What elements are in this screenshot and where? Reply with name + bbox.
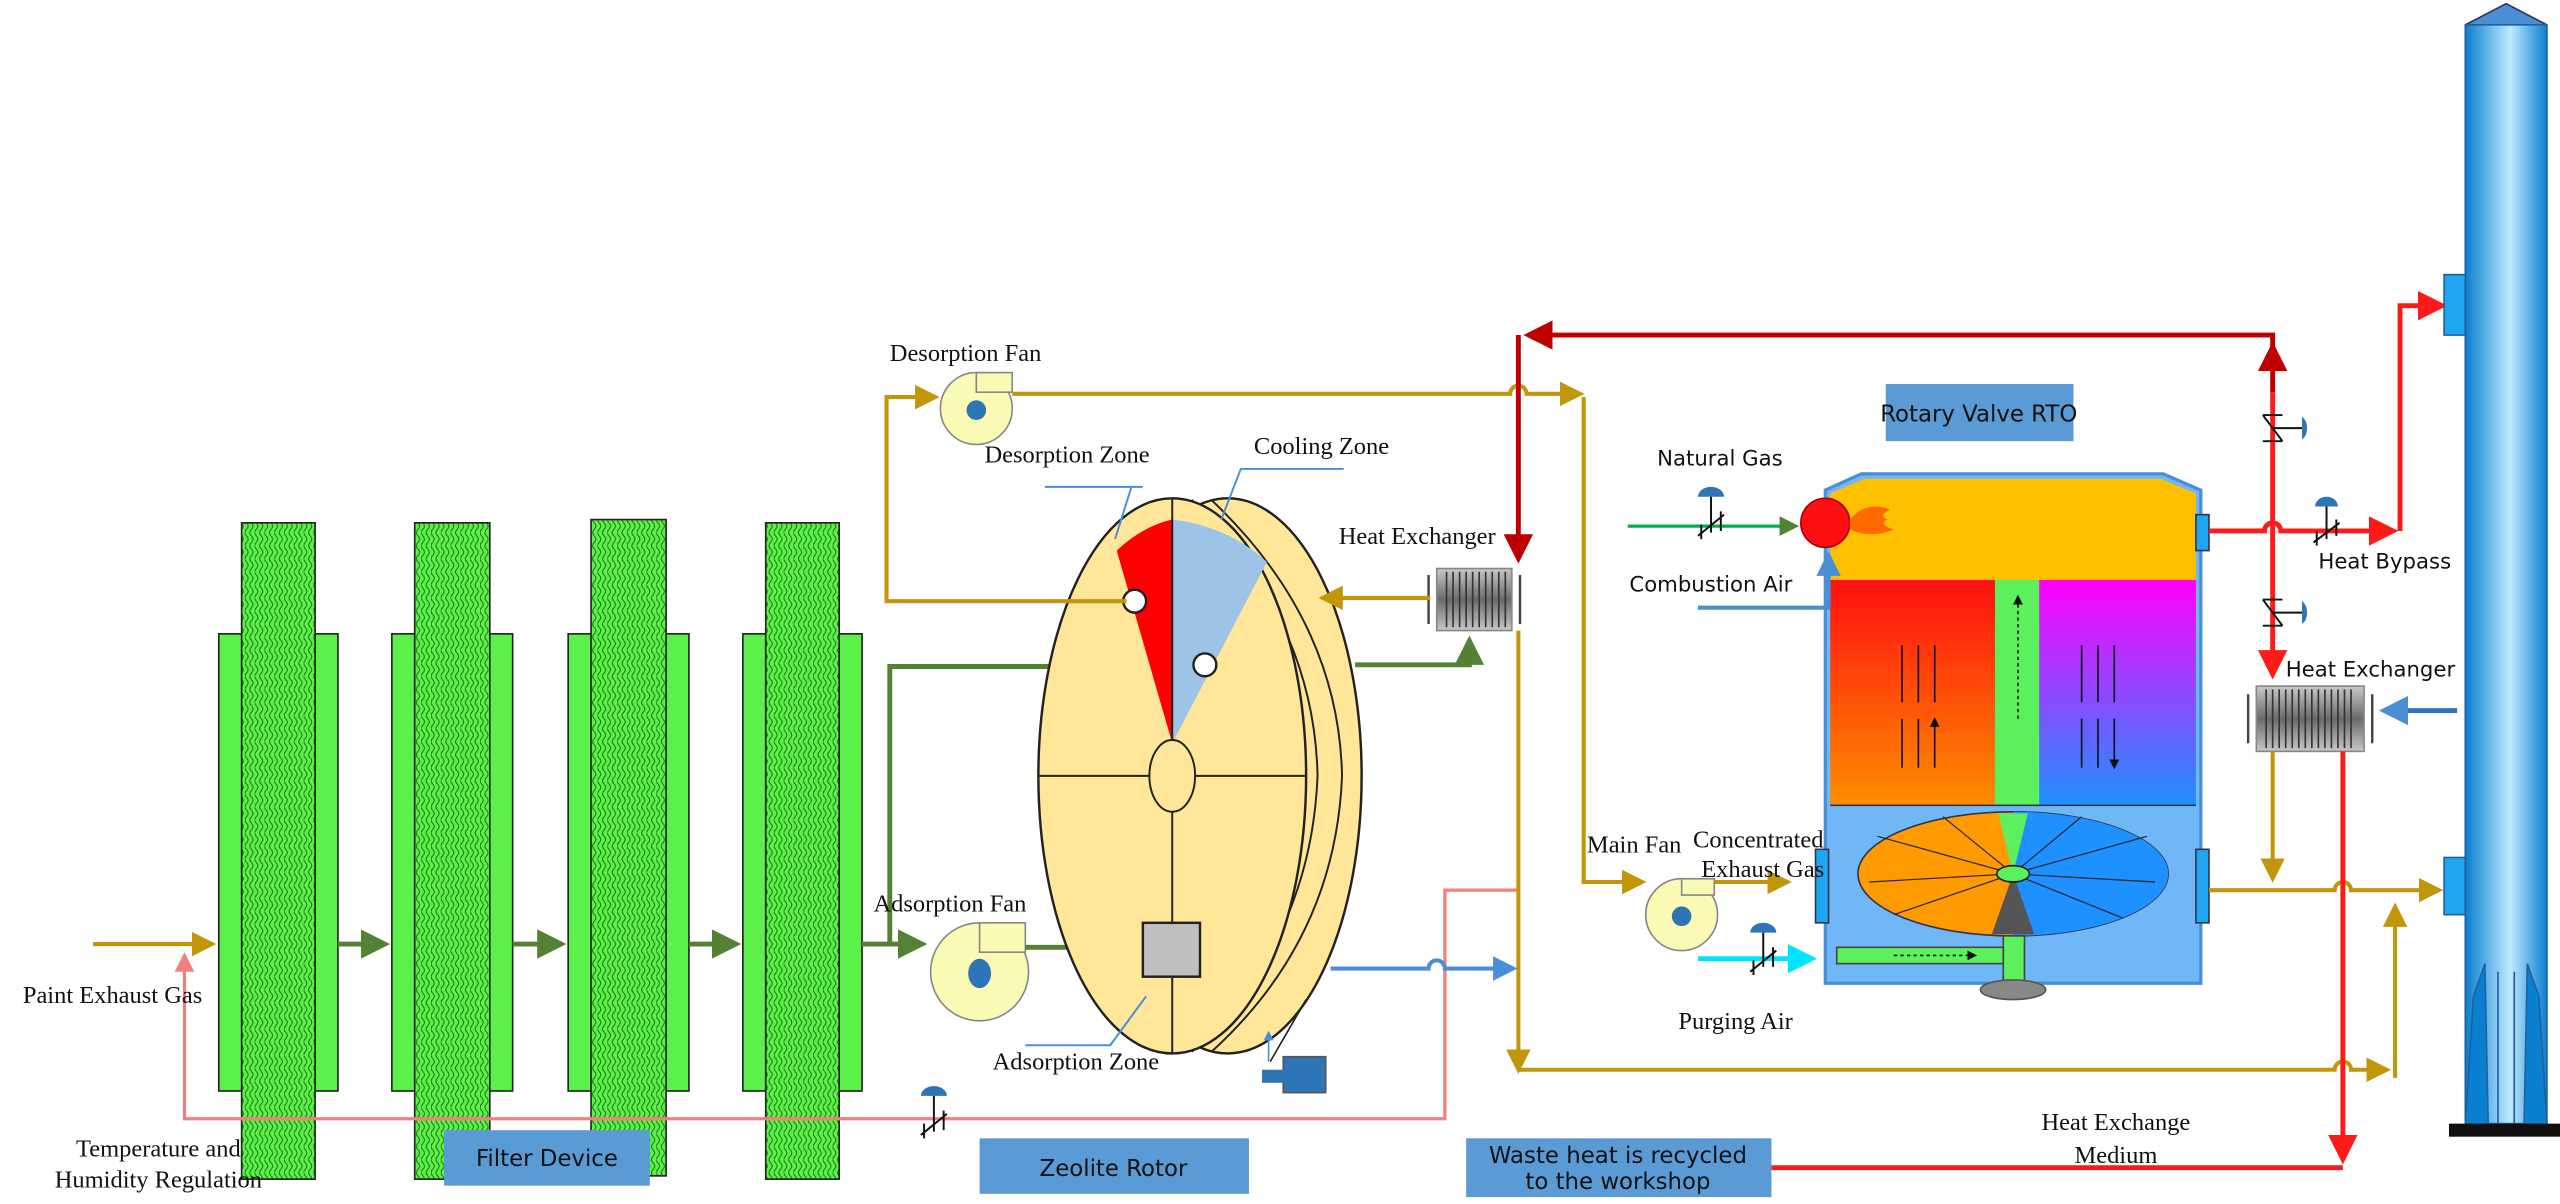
filter-device-label: Filter Device	[476, 1146, 618, 1172]
zeolite-rotor-label: Zeolite Rotor	[1040, 1156, 1188, 1182]
temperature-label-line2: Humidity Regulation	[55, 1166, 262, 1193]
cooling-air-to-hx-arrow	[1355, 635, 1485, 668]
heat-bypass-label: Heat Bypass	[2318, 550, 2451, 575]
purging-air-valve[interactable]	[1749, 922, 1777, 976]
desorption-zone-leader	[1044, 485, 1143, 540]
heat-exchange-medium-line1: Heat Exchange	[2042, 1109, 2191, 1136]
desorption-zone-label: Desorption Zone	[984, 441, 1149, 468]
desorption-fan-label: Desorption Fan	[890, 340, 1042, 367]
adsorption-port	[1141, 921, 1202, 978]
desorbed-gas-line	[1012, 381, 1585, 407]
hot-gas-valve-upper[interactable]	[2262, 414, 2308, 443]
combustion-air-line	[1697, 551, 1841, 610]
rotor-motor	[1262, 999, 1327, 1094]
waste-heat-label-line1: Waste heat is recycled	[1489, 1143, 1747, 1169]
heat-bypass-line	[2208, 516, 2399, 546]
zeolite-rotor-label-box	[979, 1138, 1249, 1194]
filter-unit-3	[567, 518, 690, 1177]
main-fan	[1644, 877, 1719, 952]
filter-device	[217, 518, 863, 1180]
heat-exchange-medium-line2: Medium	[2074, 1142, 2157, 1169]
regulation-valve[interactable]	[920, 1086, 948, 1139]
burner	[1800, 497, 1894, 549]
waste-heat-label-line2: to the workshop	[1525, 1169, 1710, 1195]
filter-unit-1	[217, 522, 339, 1180]
combustion-air-label: Combustion Air	[1629, 572, 1792, 597]
rotary-valve-rto	[1814, 472, 2210, 1001]
filter-unit-4	[742, 522, 863, 1180]
chimney-stack	[2443, 2, 2560, 1137]
concentrated-gas-label-line1: Concentrated	[1693, 827, 1823, 854]
desorption-fan	[939, 371, 1014, 446]
bottom-exhaust-line	[1518, 1057, 2392, 1082]
hot-gas-valve-lower[interactable]	[2262, 598, 2308, 627]
cooling-zone-sector	[1172, 519, 1267, 744]
desorption-return-line	[884, 384, 1127, 604]
cooling-zone-label: Cooling Zone	[1254, 433, 1389, 460]
humidity-regulation-line	[174, 888, 1519, 1121]
heat-exchanger-2-label: Heat Exchanger	[2286, 657, 2456, 682]
rto-exhaust-to-stack-line	[2208, 877, 2444, 903]
cooling-zone-leader	[1220, 467, 1344, 520]
heat-exchanger-2	[2246, 685, 2374, 753]
desorption-zone-sector	[1116, 519, 1173, 744]
heat-exchanger-1	[1427, 567, 1522, 632]
to-main-fan-line	[1581, 397, 1647, 895]
desorption-port	[1122, 588, 1148, 614]
filter-device-label-box	[444, 1130, 650, 1186]
temperature-label-line1: Temperature and	[76, 1135, 241, 1162]
adsorption-fan	[929, 922, 1030, 1022]
filter-unit-2	[391, 522, 514, 1180]
concentrated-gas-label-line2: Exhaust Gas	[1701, 856, 1824, 883]
hot-gas-return-line	[1523, 320, 2276, 350]
waste-heat-label-box	[1466, 1138, 1772, 1198]
rto-label-box	[1885, 384, 2074, 442]
purging-air-label: Purging Air	[1678, 1008, 1792, 1035]
adsorption-zone-leader	[1025, 995, 1147, 1047]
adsorption-fan-label: Adsorption Fan	[873, 890, 1026, 917]
main-fan-label: Main Fan	[1587, 832, 1681, 859]
zeolite-rotor	[1037, 497, 1363, 1055]
bypass-valve[interactable]	[2312, 496, 2341, 546]
rto-label: Rotary Valve RTO	[1880, 402, 2077, 428]
natural-gas-label: Natural Gas	[1657, 447, 1783, 472]
paint-exhaust-gas-label: Paint Exhaust Gas	[23, 982, 202, 1009]
adsorption-zone-label: Adsorption Zone	[993, 1049, 1160, 1076]
cooling-port	[1192, 652, 1218, 678]
natural-gas-valve[interactable]	[1697, 486, 1725, 540]
clean-air-outlet-arrow	[1330, 956, 1518, 981]
heat-exchanger-1-label: Heat Exchanger	[1339, 523, 1496, 550]
bypass-to-stack-arrow	[2397, 290, 2448, 531]
